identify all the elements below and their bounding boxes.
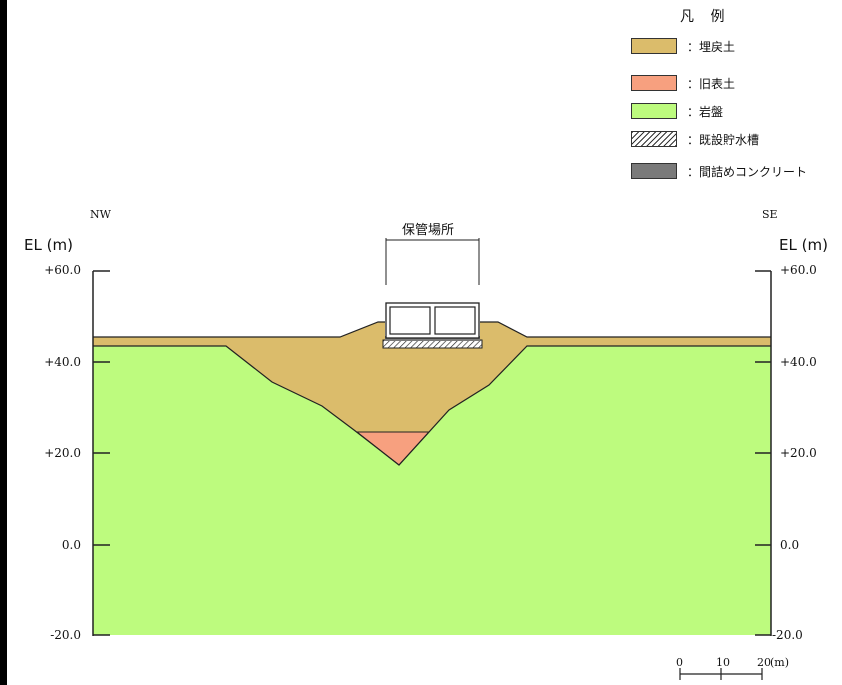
legend-item-backfill: ：埋戻土 — [631, 37, 735, 55]
tick-left-20: +20.0 — [44, 446, 81, 460]
tick-right-0: 0.0 — [780, 538, 800, 552]
backfill-soil — [93, 322, 771, 465]
legend-label-bedrock: ：岩盤 — [687, 104, 724, 119]
scale-label-0: 0 — [676, 656, 683, 669]
tick-right-minus20: -20.0 — [772, 628, 803, 642]
legend-swatch-water-tank — [631, 131, 677, 147]
legend-item-bedrock: ：岩盤 — [631, 102, 723, 120]
legend-swatch-filler-concrete — [631, 163, 677, 179]
bedrock-boundary-line — [93, 345, 771, 466]
legend-label-water-tank: ：既設貯水槽 — [687, 132, 760, 147]
legend-swatch-backfill — [631, 38, 677, 54]
tick-left-40: +40.0 — [44, 355, 81, 369]
direction-se: SE — [762, 208, 778, 221]
axis-label-right: EL (m) — [779, 236, 828, 254]
tick-right-60: +60.0 — [780, 263, 817, 277]
legend-item-old-topsoil: ：旧表土 — [631, 74, 735, 92]
storage-area-label: 保管場所 — [402, 223, 455, 238]
direction-nw: NW — [90, 208, 111, 221]
storage-container-left — [389, 306, 431, 335]
tick-left-minus20: -20.0 — [50, 628, 81, 642]
left-frame-border — [0, 0, 7, 685]
ground-surface-line-right — [480, 321, 771, 338]
tick-right-40: +40.0 — [780, 355, 817, 369]
legend-item-water-tank: ：既設貯水槽 — [631, 130, 759, 148]
ground-surface-line — [93, 321, 385, 338]
tick-left-60: +60.0 — [44, 263, 81, 277]
legend-swatch-old-topsoil — [631, 75, 677, 91]
legend-label-filler-concrete: ：間詰めコンクリート — [687, 164, 808, 179]
legend-swatch-bedrock — [631, 103, 677, 119]
tick-right-20: +20.0 — [780, 446, 817, 460]
scale-label-10: 10 — [716, 656, 730, 669]
scale-label-20: 20 — [757, 656, 771, 669]
water-tank-hatch — [382, 339, 483, 349]
legend-label-backfill: ：埋戻土 — [687, 39, 736, 54]
storage-container-right — [434, 306, 476, 335]
axis-label-left: EL (m) — [24, 236, 73, 254]
legend-item-filler-concrete: ：間詰めコンクリート — [631, 162, 807, 180]
legend-title: 凡 例 — [680, 9, 731, 25]
scale-unit: (m) — [770, 656, 790, 669]
legend-label-old-topsoil: ：旧表土 — [687, 76, 736, 91]
tick-left-0: 0.0 — [61, 538, 81, 552]
